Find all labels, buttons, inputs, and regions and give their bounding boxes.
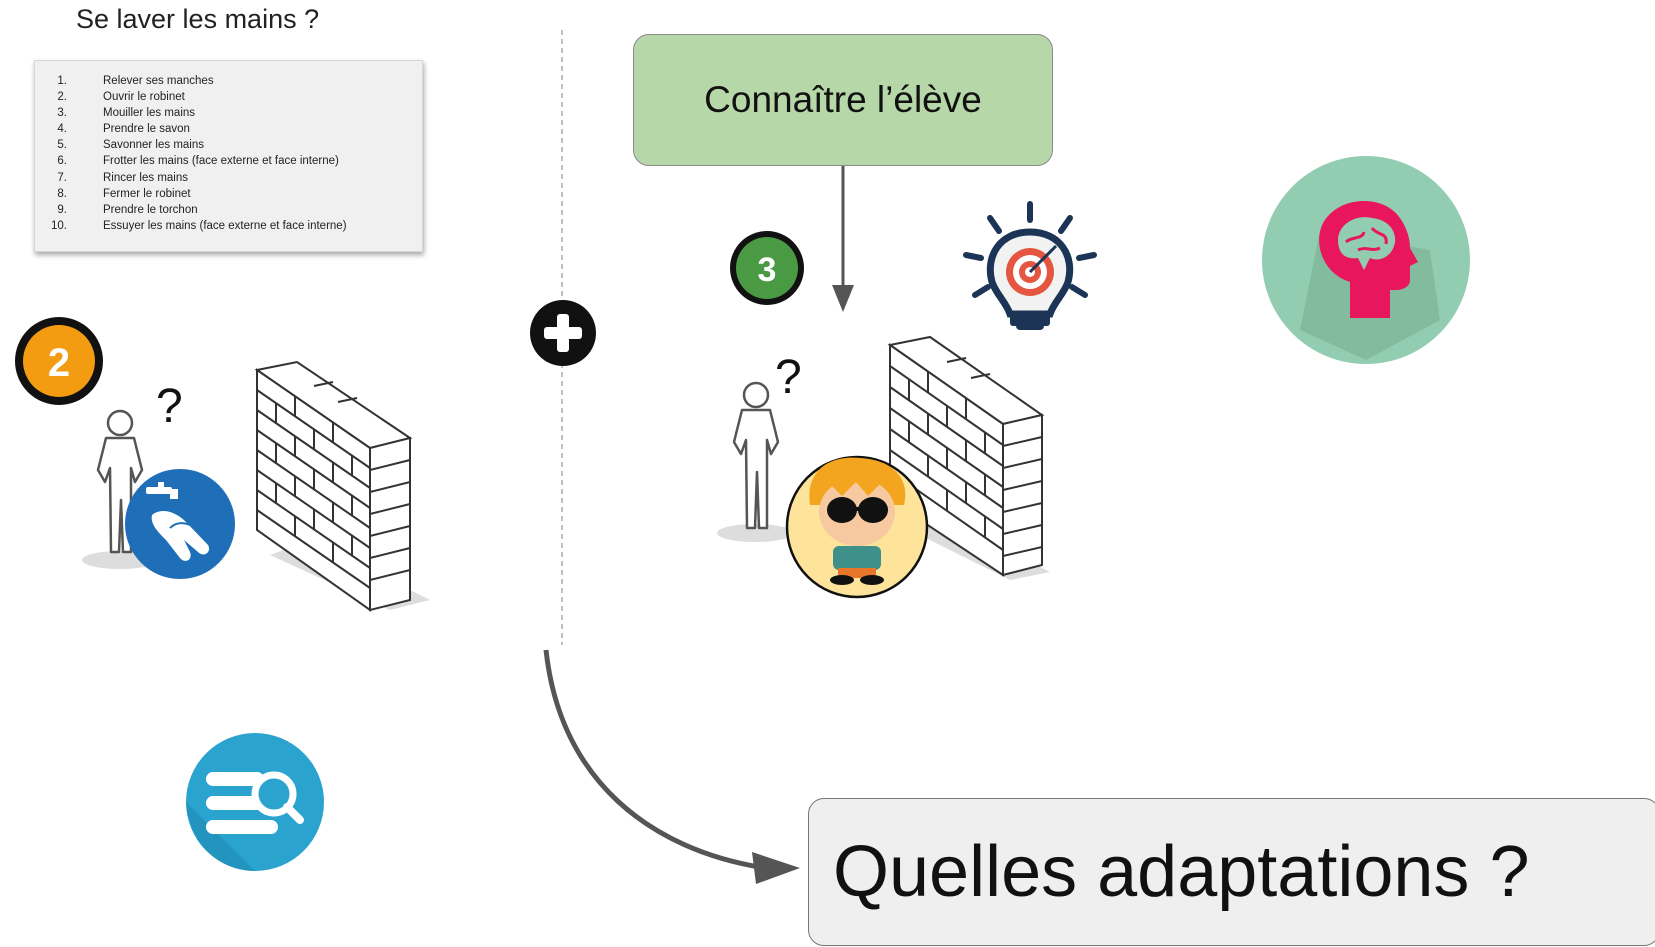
curved-arrow	[543, 649, 800, 884]
step-item: 2. Ouvrir le robinet	[35, 89, 347, 105]
step-item: 10. Essuyer les mains (face externe et fa…	[35, 218, 347, 234]
step-text: Prendre le torchon	[103, 203, 198, 216]
brick-wall-left	[254, 360, 430, 612]
step-item: 5. Savonner les mains	[35, 137, 347, 153]
step-number: 5.	[57, 139, 67, 152]
step-number: 4.	[57, 123, 67, 136]
step-text: Relever ses manches	[103, 75, 214, 87]
step-text: Frotter les mains (face externe et face …	[103, 155, 339, 168]
step-item: 4. Prendre le savon	[35, 121, 347, 137]
badge-3-label: 3	[758, 251, 777, 289]
step-badge-2: 2	[15, 317, 103, 405]
know-student-box: Connaître l’élève	[633, 34, 1053, 166]
step-number: 7.	[57, 171, 67, 184]
plus-icon	[530, 300, 596, 366]
know-student-label: Connaître l’élève	[704, 79, 982, 120]
step-number: 9.	[57, 203, 67, 216]
step-item: 9. Prendre le torchon	[35, 202, 347, 218]
step-text: Essuyer les mains (face externe et face …	[103, 219, 347, 232]
step-number: 3.	[57, 107, 67, 120]
step-text: Fermer le robinet	[103, 187, 191, 200]
step-item: 6. Frotter les mains (face externe et fac…	[35, 153, 347, 169]
step-item: 8. Fermer le robinet	[35, 186, 347, 202]
adaptations-label: Quelles adaptations ?	[833, 832, 1530, 912]
handwash-icon	[125, 469, 235, 579]
question-mark-right: ?	[775, 351, 802, 404]
step-badge-3: 3	[730, 231, 804, 305]
person-figure-right	[717, 381, 793, 542]
search-list-icon	[186, 733, 324, 871]
step-item: 7. Rincer les mains	[35, 170, 347, 186]
step-text: Ouvrir le robinet	[103, 91, 185, 104]
question-mark-left: ?	[156, 380, 183, 433]
down-arrow	[832, 166, 854, 312]
step-number: 2.	[57, 91, 67, 104]
steps-list: 1. Relever ses manches 2. Ouvrir le robinet…	[35, 73, 347, 234]
step-text: Rincer les mains	[103, 171, 188, 184]
adaptations-box: Quelles adaptations ?	[808, 798, 1655, 946]
step-item: 1. Relever ses manches	[35, 73, 347, 89]
step-number: 10.	[51, 219, 67, 232]
step-number: 6.	[57, 155, 67, 168]
step-number: 1.	[57, 75, 67, 87]
step-number: 8.	[57, 187, 67, 200]
lightbulb-target-icon	[963, 201, 1097, 330]
badge-2-label: 2	[48, 341, 70, 385]
step-text: Prendre le savon	[103, 123, 190, 136]
step-text: Savonner les mains	[103, 139, 204, 152]
step-item: 3. Mouiller les mains	[35, 105, 347, 121]
steps-card: 1. Relever ses manches 2. Ouvrir le robinet…	[34, 60, 423, 252]
brain-head-icon	[1262, 156, 1470, 364]
step-text: Mouiller les mains	[103, 107, 196, 120]
child-avatar	[785, 455, 929, 599]
list-title: Se laver les mains ?	[76, 4, 320, 34]
